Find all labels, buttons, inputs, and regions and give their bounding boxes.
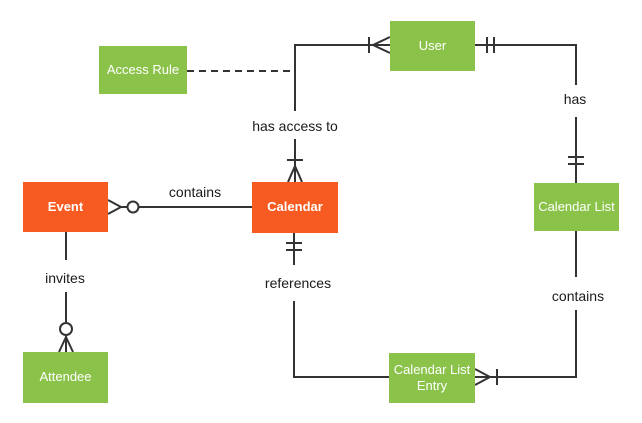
entity-calendar-list-entry[interactable]: Calendar List Entry xyxy=(389,353,475,403)
connector-line xyxy=(490,310,577,378)
crow-foot-icon xyxy=(372,36,391,54)
entity-attendee[interactable]: Attendee xyxy=(23,352,108,403)
double-tick-icon xyxy=(568,156,584,165)
connector-line xyxy=(475,44,577,85)
entity-label: Calendar xyxy=(267,199,323,215)
entity-calendar-list[interactable]: Calendar List xyxy=(534,183,619,231)
connector-line xyxy=(294,44,390,111)
connector-calendar-user xyxy=(287,36,391,183)
entity-calendar[interactable]: Calendar xyxy=(252,182,338,233)
crow-foot-icon xyxy=(58,336,74,353)
crow-foot-icon xyxy=(474,368,491,386)
connector-calendarlist-entry xyxy=(474,231,577,386)
entity-user[interactable]: User xyxy=(390,21,475,71)
entity-event[interactable]: Event xyxy=(23,182,108,232)
relationship-label-references: references xyxy=(262,275,334,291)
relationship-label-contains-calendarlist-entry: contains xyxy=(549,288,607,304)
connector-user-calendarlist xyxy=(475,37,584,183)
connector-event-attendee xyxy=(58,232,74,353)
entity-label: Access Rule xyxy=(106,61,180,77)
relationship-label-invites: invites xyxy=(43,270,87,286)
crow-foot-icon xyxy=(107,199,122,215)
crow-foot-icon xyxy=(287,165,303,183)
double-tick-icon xyxy=(486,37,495,53)
connector-line xyxy=(293,301,389,378)
entity-label: Event xyxy=(47,198,84,214)
connector-calendar-entry xyxy=(286,233,389,378)
relationship-label-contains-event-calendar: contains xyxy=(166,184,224,200)
relationship-label-has-access-to: has access to xyxy=(250,118,340,134)
entity-label: Calendar List xyxy=(538,198,615,214)
relationship-label-has: has xyxy=(561,91,589,107)
entity-access-rule[interactable]: Access Rule xyxy=(99,46,187,94)
connector-event-calendar xyxy=(107,199,252,215)
entity-label: Attendee xyxy=(39,369,92,385)
circle-optional-icon xyxy=(126,200,140,214)
circle-optional-icon xyxy=(59,322,73,336)
entity-label: User xyxy=(418,37,447,53)
entity-label: Calendar List Entry xyxy=(393,361,471,393)
double-tick-icon xyxy=(286,242,302,251)
